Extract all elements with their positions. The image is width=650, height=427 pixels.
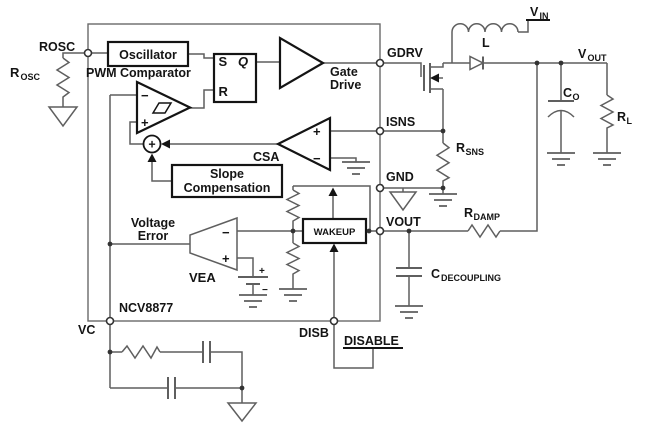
vea-label: VEA [189, 270, 216, 285]
gnd-pin-label: GND [386, 170, 414, 184]
ground-bars-rsns [429, 193, 457, 207]
cdecoupling-label: C [431, 267, 440, 281]
slope-compensation-block: Slope Compensation [170, 163, 284, 199]
wakeup-up-arrow-icon [328, 187, 338, 196]
isns-pin-label: ISNS [386, 115, 415, 129]
pwm-comparator: PWM Comparator − + [86, 66, 193, 135]
vout-pin-label: VOUT [386, 215, 421, 229]
disable-signal-label: DISABLE [344, 334, 399, 348]
vea-minus-mark: − [222, 225, 230, 240]
reference-source: + − [238, 266, 268, 296]
co-label: C [563, 86, 572, 100]
rsns-label-sub: SNS [466, 147, 485, 157]
slope-label-1: Slope [210, 167, 244, 181]
gate-drive-buffer: Gate Drive [278, 36, 361, 92]
pwm-comparator-label: PWM Comparator [86, 66, 191, 80]
mosfet-arrow-icon [430, 73, 439, 83]
gate-drive-label-1: Gate [330, 65, 358, 79]
gdrv-pin-label: GDRV [387, 46, 424, 60]
vin-label: V [530, 5, 539, 19]
voltage-error-label-2: Error [138, 229, 169, 243]
rl-label-sub: L [627, 116, 633, 126]
vin-label-sub: IN [540, 11, 549, 21]
latch-r-label: R [219, 84, 229, 99]
pin-isns [375, 126, 385, 136]
output-capacitor [547, 100, 575, 118]
rl-label: R [617, 110, 626, 124]
vea-plus-mark: + [222, 251, 230, 266]
chip-part-number: NCV8877 [119, 301, 173, 315]
latch-q-label: Q [238, 54, 248, 69]
summer-plus-mark: + [148, 138, 155, 152]
pin-gdrv [375, 58, 385, 68]
slope-to-summer-arrow-icon [147, 153, 157, 162]
mosfet [423, 63, 444, 93]
voltage-error-label-1: Voltage [131, 216, 175, 230]
decoupling-capacitor [396, 267, 422, 277]
labels: ROSC R OSC GDRV ISNS GND VOUT VC DISB DI… [10, 5, 633, 348]
sr-latch: S Q R [212, 52, 258, 104]
ground-bars-divider [279, 288, 307, 302]
oscillator-label: Oscillator [119, 48, 177, 62]
ground-bars-cdecoupling [395, 305, 423, 319]
pin-gnd [375, 183, 385, 193]
rsns-label: R [456, 141, 465, 155]
pwm-plus-mark: + [141, 115, 149, 130]
vout-rail-label: V [578, 47, 587, 61]
reference-minus-mark: − [262, 285, 268, 296]
ground-bars-reference [239, 294, 267, 308]
pin-rosc [83, 48, 93, 58]
vea-amplifier: Voltage Error − + VEA [131, 216, 238, 285]
wakeup-block: WAKEUP [301, 217, 368, 245]
boost-diode [469, 55, 485, 71]
wakeup-label: WAKEUP [314, 227, 356, 238]
ground-triangle-gnd-pin [388, 191, 418, 212]
ground-triangle-compensation [226, 402, 258, 423]
inductor-label: L [482, 36, 490, 50]
disb-pin-label: DISB [299, 326, 329, 340]
rosc-pin-label: ROSC [39, 40, 75, 54]
ic-boundary [87, 23, 381, 322]
junction-dots [107, 60, 564, 391]
cdecoupling-label-sub: DECOUPLING [441, 273, 501, 283]
co-label-sub: O [573, 92, 580, 102]
ic-pins [83, 48, 385, 326]
csa-to-summer-arrow-icon [161, 139, 170, 149]
ground-bars-rl [593, 152, 621, 166]
pin-vc [105, 316, 115, 326]
compensation-capacitors [167, 341, 211, 399]
oscillator-block: Oscillator [106, 40, 190, 68]
reference-plus-mark: + [259, 266, 265, 277]
pin-vout [375, 226, 385, 236]
csa-minus-mark: − [313, 151, 321, 166]
rosc-resistor-label: R [10, 65, 20, 80]
ground-bars-csa [342, 161, 370, 175]
signal-arrows [147, 139, 339, 252]
summing-junction: + [142, 134, 162, 154]
gate-drive-label-2: Drive [330, 78, 361, 92]
csa-plus-mark: + [313, 124, 321, 139]
disb-to-wakeup-arrow-icon [329, 243, 339, 252]
csa-amplifier: + − CSA [253, 116, 332, 172]
rdamp-label: R [464, 206, 473, 220]
pwm-minus-mark: − [141, 88, 149, 103]
rdamp-label-sub: DAMP [474, 212, 501, 222]
rosc-resistor-sub: OSC [21, 72, 41, 82]
ground-triangle-rosc [47, 106, 79, 128]
slope-label-2: Compensation [184, 181, 271, 195]
csa-label: CSA [253, 150, 279, 164]
pin-disb [329, 316, 339, 326]
ground-bars-co [547, 152, 575, 166]
vc-pin-label: VC [78, 323, 95, 337]
hysteresis-icon [151, 102, 173, 114]
vout-rail-label-sub: OUT [588, 53, 608, 63]
latch-s-label: S [219, 54, 228, 69]
